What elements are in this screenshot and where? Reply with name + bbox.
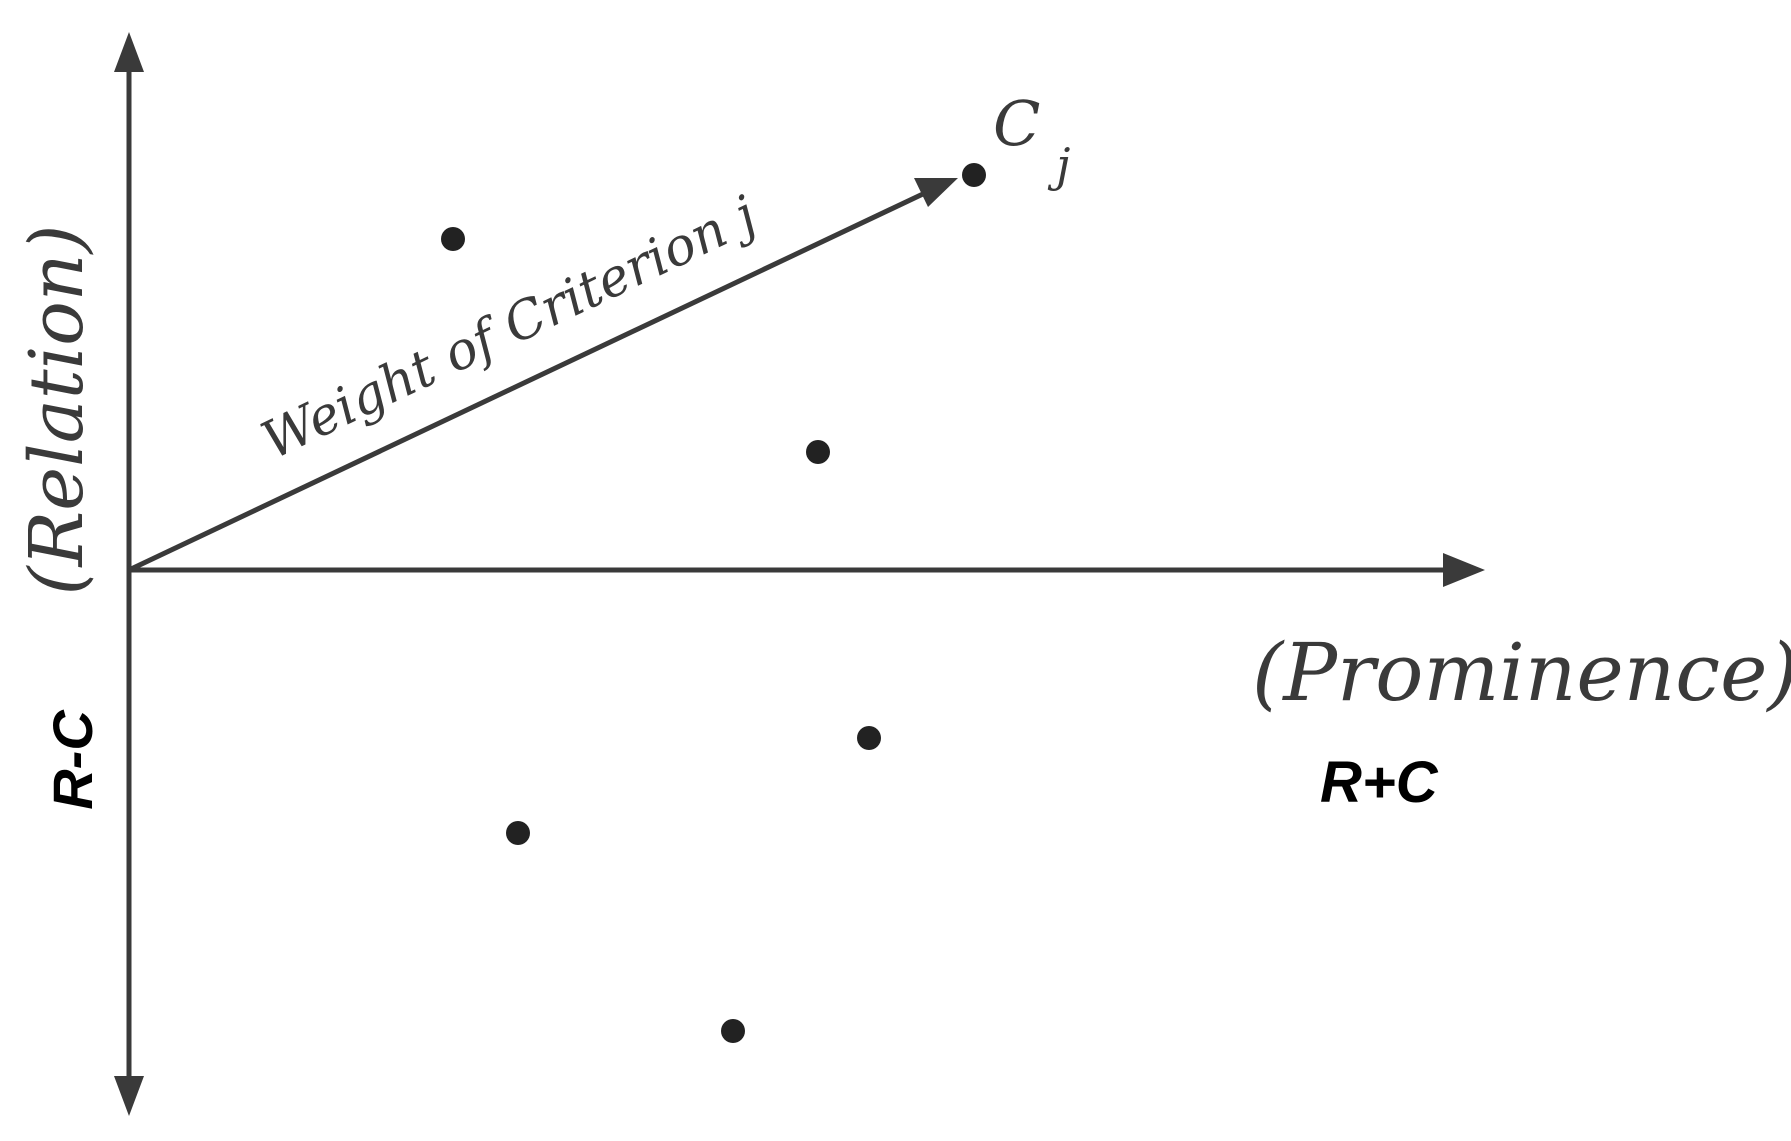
criterion-point-cj xyxy=(962,163,986,187)
horizontal-axis-name-label: (Prominence) xyxy=(1252,626,1791,719)
criterion-point xyxy=(441,227,465,251)
criterion-label: C j xyxy=(993,87,1070,192)
weight-vector-label: Weight of Criterion j xyxy=(253,185,766,472)
criterion-point xyxy=(857,726,881,750)
vertical-axis-top-arrow xyxy=(114,32,144,72)
weight-vector-line xyxy=(127,190,927,573)
criterion-point xyxy=(506,821,530,845)
criterion-subscript: j xyxy=(1047,138,1070,192)
criterion-point xyxy=(806,440,830,464)
horizontal-axis-formula-label: R+C xyxy=(1320,750,1439,815)
vertical-axis-formula-label: R-C xyxy=(41,709,104,810)
criterion-symbol: C xyxy=(993,87,1040,160)
vertical-axis-bottom-arrow xyxy=(114,1076,144,1116)
criterion-point xyxy=(721,1019,745,1043)
horizontal-axis-arrow xyxy=(1443,553,1485,587)
vertical-axis-name-label: (Relation) xyxy=(14,225,100,596)
weight-vector-arrow xyxy=(914,178,958,207)
